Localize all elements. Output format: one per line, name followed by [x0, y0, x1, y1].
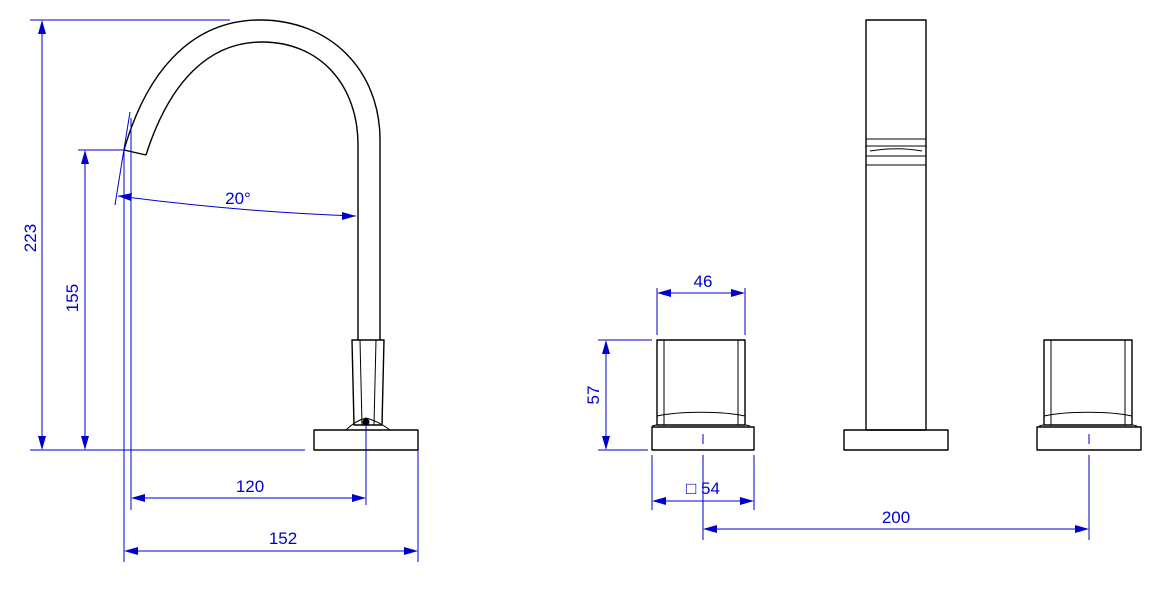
- spout-outer-curve: [123, 19, 381, 340]
- spout-body-edge-right: [373, 339, 377, 426]
- label-spout-height: 223: [21, 224, 40, 252]
- dim-outlet-height: 155: [63, 150, 89, 450]
- hand-shower: [843, 19, 949, 451]
- spout-inner-curve: [145, 41, 359, 340]
- label-spout-angle: 20°: [225, 189, 251, 208]
- label-outlet-height: 155: [63, 284, 82, 312]
- spout-body-flare: [345, 417, 391, 431]
- dim-base-square: □ 54: [652, 479, 754, 505]
- spout-side-view: 223 155 20° 120 152: [21, 19, 419, 562]
- spout-body-edge-left: [359, 339, 363, 426]
- dim-spout-angle: 20°: [117, 189, 357, 220]
- label-overall-depth: 152: [269, 529, 297, 548]
- label-base-square: □ 54: [686, 479, 720, 498]
- label-spout-reach: 120: [236, 477, 264, 496]
- set-screw: [362, 418, 370, 426]
- right-handle: [1036, 339, 1142, 451]
- dim-handle-width: 46: [657, 272, 745, 297]
- dim-center-distance: 200: [703, 508, 1089, 533]
- dim-spout-height: 223: [21, 20, 46, 450]
- front-view: 46 57 □ 54 200: [584, 19, 1142, 540]
- tip-angle-line: [114, 111, 131, 206]
- label-handle-width: 46: [694, 272, 713, 291]
- spout-body: [351, 339, 385, 426]
- spout-tip: [123, 149, 147, 156]
- label-center-distance: 200: [882, 508, 910, 527]
- left-handle: [651, 339, 755, 451]
- dim-spout-reach: 120: [131, 477, 366, 502]
- dim-handle-height: 57: [584, 340, 610, 450]
- label-handle-height: 57: [584, 386, 603, 405]
- dim-overall-depth: 152: [124, 529, 418, 555]
